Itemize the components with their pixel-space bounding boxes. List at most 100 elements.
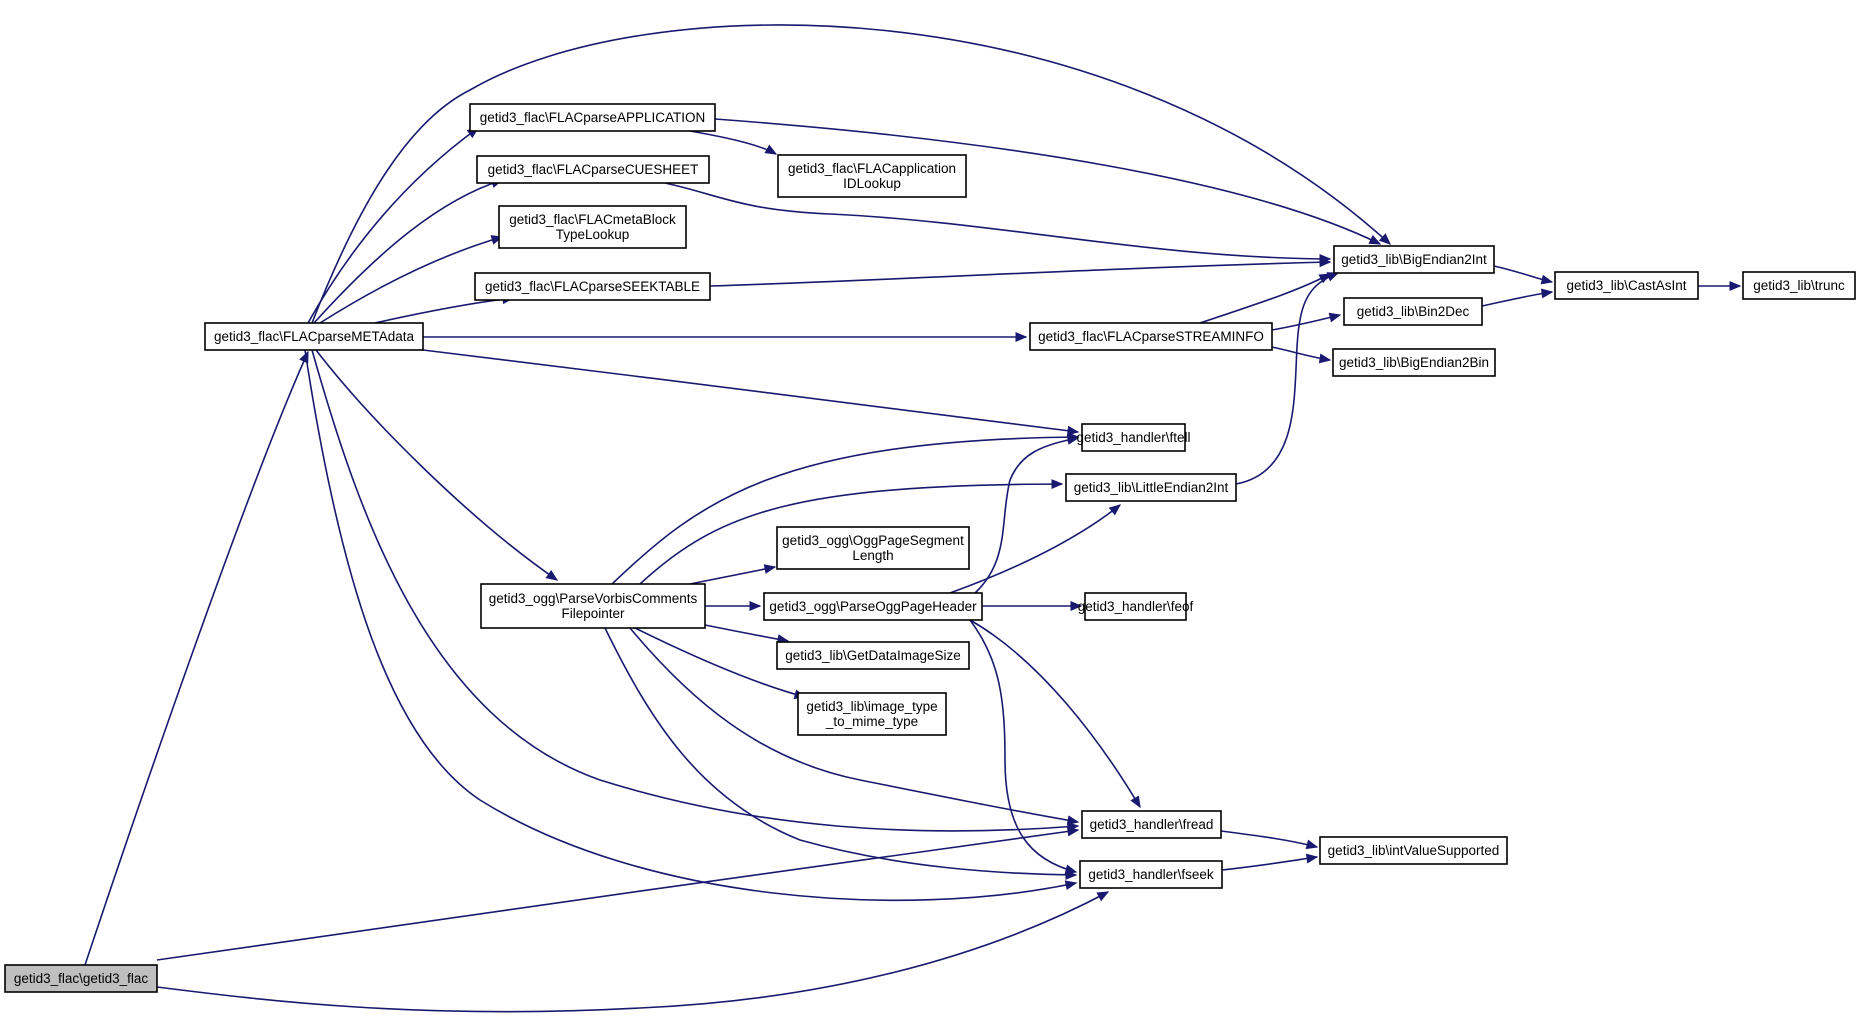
node-label: getid3_flac\FLACmetaBlock <box>509 212 676 227</box>
node-box[interactable] <box>1343 297 1483 326</box>
arrowhead-application-to-applookup <box>764 144 778 155</box>
edge-oggheader-to-littleendian2int <box>949 504 1121 594</box>
node-feof[interactable]: getid3_handler\feof <box>1078 592 1194 621</box>
edge-streaminfo-to-bigendian2int <box>1199 273 1331 324</box>
node-label: getid3_ogg\OggPageSegment <box>782 533 964 548</box>
node-box[interactable] <box>476 155 710 184</box>
node-label: getid3_handler\fseek <box>1088 867 1214 882</box>
edge-vorbis-to-fread <box>629 627 1079 823</box>
edge-metadata-to-bigendian2int <box>311 24 1391 324</box>
node-label: getid3_flac\FLACparseSTREAMINFO <box>1038 329 1264 344</box>
edge-metadata-to-seektable <box>374 297 514 324</box>
node-box[interactable] <box>1029 322 1273 351</box>
arrowhead-oggheader-to-littleendian2int <box>1108 504 1122 516</box>
node-bin2dec[interactable]: getid3_lib\Bin2Dec <box>1343 297 1483 326</box>
node-box[interactable] <box>4 964 158 993</box>
node-label: getid3_lib\CastAsInt <box>1566 278 1686 293</box>
node-bigendian2bin[interactable]: getid3_lib\BigEndian2Bin <box>1332 348 1496 377</box>
node-fseek[interactable]: getid3_handler\fseek <box>1079 860 1223 889</box>
node-imagetype[interactable]: getid3_lib\image_type_to_mime_type <box>797 692 947 736</box>
edge-metadata-to-application <box>307 127 479 324</box>
node-metadata[interactable]: getid3_flac\FLACparseMETAdata <box>204 322 424 351</box>
node-label: getid3_flac\FLACparseAPPLICATION <box>480 110 706 125</box>
edge-bin2dec-to-castasint <box>1481 291 1553 307</box>
node-box[interactable] <box>776 641 970 670</box>
arrowhead-vorbis-to-oggsegment <box>763 564 777 574</box>
node-box[interactable] <box>1084 592 1187 621</box>
node-box[interactable] <box>1079 860 1223 889</box>
node-box[interactable] <box>1333 245 1495 274</box>
node-getdataimagesize[interactable]: getid3_lib\GetDataImageSize <box>776 641 970 670</box>
node-vorbis[interactable]: getid3_ogg\ParseVorbisCommentsFilepointe… <box>480 583 706 629</box>
node-box[interactable] <box>498 205 687 249</box>
node-box[interactable] <box>1332 348 1496 377</box>
node-ftell[interactable]: getid3_handler\ftell <box>1076 423 1191 452</box>
edge-vorbis-to-littleendian2int <box>639 483 1063 585</box>
node-box[interactable] <box>1554 271 1699 300</box>
edge-oggheader-to-fread <box>969 619 1141 808</box>
node-label: getid3_flac\FLACapplication <box>788 161 956 176</box>
arrowhead-bin2dec-to-castasint <box>1540 288 1554 299</box>
edge-metadata-to-metablock <box>319 236 503 324</box>
edge-metadata-to-fread <box>311 349 1079 832</box>
edge-cuesheet-to-bigendian2int <box>664 182 1331 260</box>
node-box[interactable] <box>1081 810 1222 839</box>
edge-vorbis-to-ftell <box>611 436 1079 585</box>
node-castasint[interactable]: getid3_lib\CastAsInt <box>1554 271 1699 300</box>
node-application[interactable]: getid3_flac\FLACparseAPPLICATION <box>469 103 716 132</box>
arrowhead-metadata-to-fread <box>1067 821 1080 832</box>
node-intvalue[interactable]: getid3_lib\intValueSupported <box>1319 836 1508 865</box>
node-box[interactable] <box>763 592 983 621</box>
node-box[interactable] <box>1319 836 1508 865</box>
node-box[interactable] <box>777 154 967 198</box>
edge-fread-to-intvalue <box>1220 830 1318 848</box>
node-littleendian2int[interactable]: getid3_lib\LittleEndian2Int <box>1065 473 1237 502</box>
node-label: _to_mime_type <box>825 714 918 729</box>
node-box[interactable] <box>1065 473 1237 502</box>
arrowhead-littleendian2int-to-bigendian2int <box>1326 272 1340 282</box>
edge-oggheader-to-fseek <box>969 619 1077 873</box>
node-oggheader[interactable]: getid3_ogg\ParseOggPageHeader <box>763 592 983 621</box>
arrowhead-vorbis-to-littleendian2int <box>1051 479 1064 489</box>
node-label: getid3_handler\fread <box>1090 817 1214 832</box>
edge-vorbis-to-oggsegment <box>689 566 776 585</box>
node-label: getid3_flac\FLACparseMETAdata <box>214 329 415 344</box>
node-trunc[interactable]: getid3_lib\trunc <box>1742 271 1856 300</box>
node-streaminfo[interactable]: getid3_flac\FLACparseSTREAMINFO <box>1029 322 1273 351</box>
node-label: getid3_ogg\ParseOggPageHeader <box>769 599 977 614</box>
arrowhead-fseek-to-intvalue <box>1305 853 1319 864</box>
node-bigendian2int[interactable]: getid3_lib\BigEndian2Int <box>1333 245 1495 274</box>
node-box[interactable] <box>797 692 947 736</box>
arrowhead-castasint-to-trunc <box>1729 281 1742 291</box>
node-label: getid3_flac\getid3_flac <box>14 971 149 986</box>
arrowhead-metadata-to-streaminfo <box>1015 332 1028 342</box>
node-box[interactable] <box>204 322 424 351</box>
node-label: getid3_flac\FLACparseCUESHEET <box>488 162 699 177</box>
edge-vorbis-to-imagetype <box>634 627 806 698</box>
edge-metadata-to-fseek <box>304 349 1077 902</box>
node-cuesheet[interactable]: getid3_flac\FLACparseCUESHEET <box>476 155 710 184</box>
node-label: Length <box>852 548 893 563</box>
node-box[interactable] <box>1081 423 1186 452</box>
edge-oggheader-to-ftell <box>974 437 1079 594</box>
node-fread[interactable]: getid3_handler\fread <box>1081 810 1222 839</box>
node-label: IDLookup <box>843 176 901 191</box>
node-box[interactable] <box>469 103 716 132</box>
edge-metadata-to-vorbis <box>315 349 558 581</box>
node-box[interactable] <box>474 272 711 301</box>
node-root[interactable]: getid3_flac\getid3_flac <box>4 964 158 993</box>
node-label: getid3_lib\Bin2Dec <box>1357 304 1470 319</box>
node-label: getid3_lib\image_type <box>806 699 937 714</box>
arrowhead-oggheader-to-feof <box>1070 601 1083 611</box>
node-seektable[interactable]: getid3_flac\FLACparseSEEKTABLE <box>474 272 711 301</box>
edge-seektable-to-bigendian2int <box>709 261 1331 287</box>
arrowhead-oggheader-to-fread <box>1130 795 1141 809</box>
edges-layer <box>84 24 1742 1013</box>
node-box[interactable] <box>480 583 706 629</box>
node-box[interactable] <box>1742 271 1856 300</box>
edge-metadata-to-ftell <box>422 349 1079 433</box>
node-box[interactable] <box>776 526 970 570</box>
